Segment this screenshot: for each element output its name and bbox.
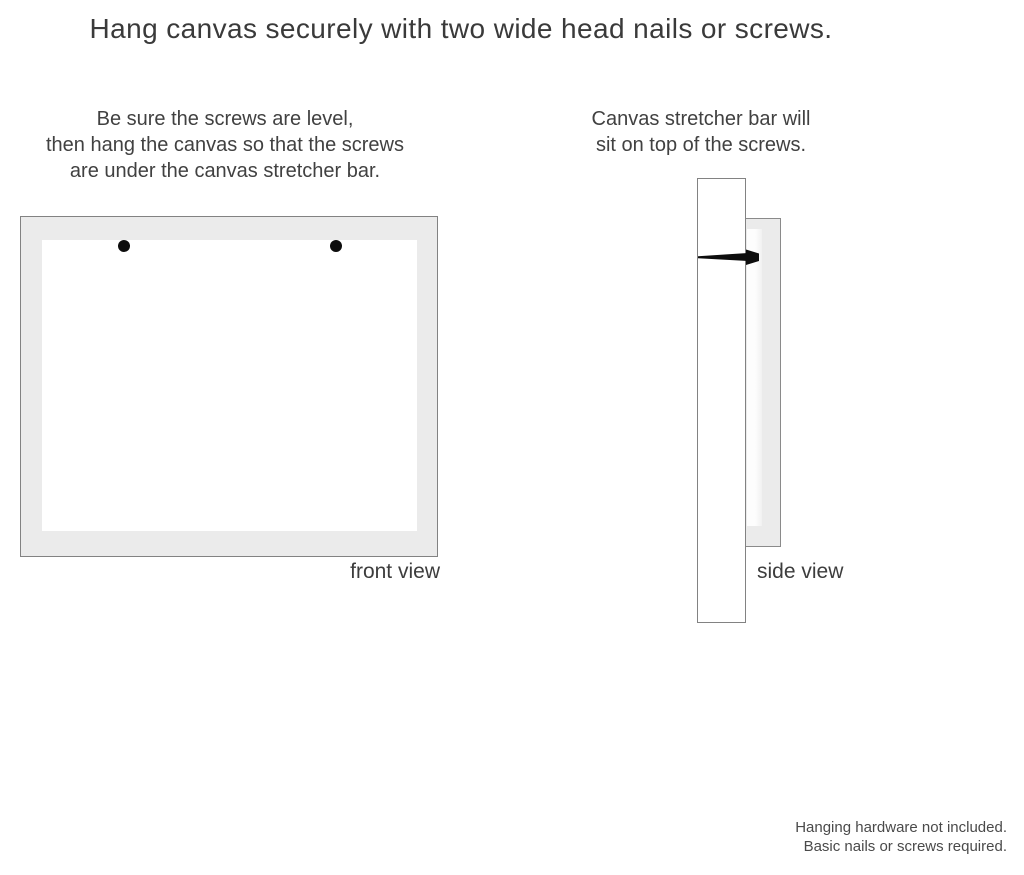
front-view-label: front view (350, 560, 440, 583)
front-view-canvas-face (42, 240, 417, 531)
front-view-canvas-frame (20, 216, 438, 557)
nail-head-right-icon (330, 240, 342, 252)
side-view-canvas-highlight (747, 229, 762, 526)
hardware-disclaimer: Hanging hardware not included. Basic nai… (795, 818, 1007, 856)
side-view-wall-bar (697, 178, 746, 623)
disclaimer-line: Hanging hardware not included. (795, 819, 1007, 836)
nail-icon (698, 249, 759, 265)
disclaimer-line: Basic nails or screws required. (803, 838, 1007, 855)
instruction-line: Canvas stretcher bar will (591, 108, 811, 130)
instruction-line: then hang the canvas so that the screws (46, 134, 404, 156)
side-view-instructions: Canvas stretcher bar will sit on top of … (556, 106, 846, 158)
page-title: Hang canvas securely with two wide head … (89, 13, 833, 44)
nail-head-left-icon (118, 240, 130, 252)
front-view-instructions: Be sure the screws are level, then hang … (30, 106, 420, 184)
side-view-label: side view (757, 560, 844, 583)
instruction-line: are under the canvas stretcher bar. (69, 160, 381, 182)
instruction-line: Be sure the screws are level, (96, 108, 354, 130)
side-view-canvas-edge (745, 218, 781, 547)
instruction-line: sit on top of the screws. (595, 134, 807, 156)
